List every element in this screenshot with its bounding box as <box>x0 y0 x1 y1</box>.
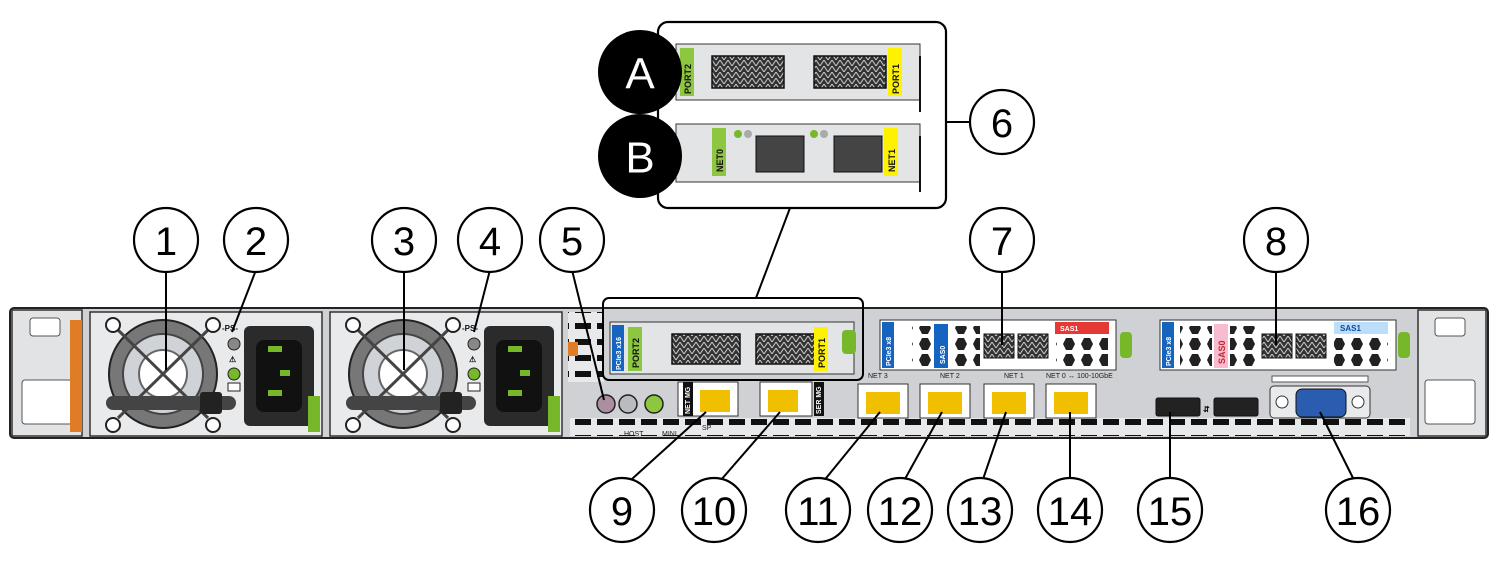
network-ports: NET 3 NET 2 NET 1 NET 0 ↔ 100-10GbE <box>857 373 1113 419</box>
inset-qsfp-port-1 <box>813 55 887 89</box>
system-status-indicators: HOST MINI <box>596 394 677 438</box>
pcie-slot-3: PCIe3 x8 SAS0 SAS1 <box>1159 319 1410 371</box>
inset-b-badge <box>598 114 682 198</box>
qsfp-port-1[interactable] <box>755 333 825 365</box>
net3-label: NET 3 <box>868 373 888 380</box>
ser-mgt-label: SER MG <box>816 386 823 414</box>
sp-label: SP <box>702 425 712 432</box>
host-label: HOST <box>624 431 644 438</box>
callout-8: 8 <box>1265 220 1287 264</box>
callout-13: 13 <box>958 490 1003 534</box>
callout-6: 6 <box>991 102 1013 146</box>
ac-icon <box>467 382 481 392</box>
slot-3-pcie-label: PCIe3 x8 <box>1166 337 1173 366</box>
inset-leader <box>755 207 791 299</box>
sas0-label-slot3: SAS0 <box>1217 340 1227 364</box>
net-mgt-label: NET MG <box>685 386 692 414</box>
inset-a-badge <box>598 30 682 114</box>
psu-ac-led <box>227 367 241 381</box>
callout-16: 16 <box>1336 490 1381 534</box>
net1-label: NET 1 <box>1004 373 1024 380</box>
sas-port-1[interactable] <box>1017 333 1049 359</box>
callouts: 1 2 3 4 5 6 7 8 9 10 11 12 13 14 15 16 <box>132 88 1392 544</box>
ac-icon <box>227 382 241 392</box>
usb-port-1[interactable] <box>1213 397 1259 417</box>
sas1-label: SAS1 <box>1060 326 1078 333</box>
pcie-slot-3-latch[interactable] <box>1398 332 1410 358</box>
slot-1-pcie-label: PCIe3 x16 <box>616 337 623 370</box>
pcie-slot-2-latch[interactable] <box>1120 332 1132 358</box>
pcie-card-inset: PORT2 PORT1 NET0 NET1 A B <box>598 20 948 210</box>
orange-stripe <box>70 320 82 432</box>
psu-latch[interactable] <box>548 396 560 432</box>
callout-9: 9 <box>611 490 633 534</box>
usb-icon: ⇵ <box>1203 405 1210 414</box>
callout-12: 12 <box>878 490 923 534</box>
pcie-slot-1-highlight <box>602 297 864 381</box>
inset-net1-label: NET1 <box>887 149 897 172</box>
fault-led <box>618 394 638 414</box>
bottom-vents <box>570 418 1410 436</box>
speed-label: ↔ 100-10GbE <box>1068 373 1113 380</box>
inset-b-label: B <box>625 134 654 183</box>
net0-label: NET 0 <box>1046 373 1066 380</box>
psu-ac-led <box>467 367 481 381</box>
power-supply-0: -PS- ⚠ <box>89 311 323 437</box>
ps-label: -PS- <box>222 324 238 333</box>
pcie-slot-2: PCIe3 x8 SAS0 SAS1 <box>879 319 1132 371</box>
vga-port[interactable] <box>1295 388 1347 418</box>
inset-qsfp-port-2 <box>711 55 785 89</box>
power-supply-1: -PS- ⚠ <box>329 311 563 437</box>
callout-leaders <box>165 269 1359 489</box>
callout-1: 1 <box>155 220 177 264</box>
inset-port2-label: PORT2 <box>683 64 693 94</box>
inset-net0-label: NET0 <box>715 149 725 172</box>
sas-port-1[interactable] <box>1295 333 1327 359</box>
port2-label: PORT2 <box>631 338 641 368</box>
vga-port-group <box>1269 375 1371 419</box>
mini-label: MINI <box>662 431 677 438</box>
pcie-slot-1: PCIe3 x16 PORT2 PORT1 <box>609 321 856 375</box>
sas0-label: SAS0 <box>940 346 947 364</box>
psu-latch[interactable] <box>308 396 320 432</box>
callout-11: 11 <box>797 490 839 534</box>
callout-4: 4 <box>479 220 501 264</box>
inset-sfp-net0 <box>755 135 805 173</box>
slot-2-pcie-label: PCIe3 x8 <box>886 337 893 366</box>
sas1-label-slot3: SAS1 <box>1340 324 1361 333</box>
pcie-slot-1-latch[interactable] <box>842 330 856 354</box>
ps-label: -PS- <box>462 324 478 333</box>
callout-14: 14 <box>1048 490 1093 534</box>
inset-sfp-net1 <box>833 135 883 173</box>
qsfp-port-2[interactable] <box>671 333 741 365</box>
psu-ok-led <box>467 337 481 351</box>
warning-icon: ⚠ <box>469 355 476 364</box>
psu-ok-led <box>227 337 241 351</box>
warning-icon: ⚠ <box>229 355 236 364</box>
inset-port1-label: PORT1 <box>891 64 901 94</box>
callout-3: 3 <box>393 220 415 264</box>
inset-card-a: PORT2 PORT1 <box>675 43 921 112</box>
callout-10: 10 <box>692 490 737 534</box>
power-led <box>644 394 664 414</box>
usb-ports: ⇵ <box>1155 397 1259 417</box>
inset-a-label: A <box>625 50 655 99</box>
callout-2: 2 <box>245 220 267 264</box>
inset-card-b: NET0 NET1 <box>675 123 921 192</box>
callout-7: 7 <box>991 220 1013 264</box>
sas-port-0[interactable] <box>983 333 1015 359</box>
net2-label: NET 2 <box>940 373 960 380</box>
callout-5: 5 <box>561 220 583 264</box>
locator-button[interactable] <box>596 394 616 414</box>
port1-label: PORT1 <box>817 338 827 368</box>
orange-tab <box>568 342 578 356</box>
usb-port-0[interactable] <box>1155 397 1201 417</box>
callout-15: 15 <box>1148 490 1193 534</box>
